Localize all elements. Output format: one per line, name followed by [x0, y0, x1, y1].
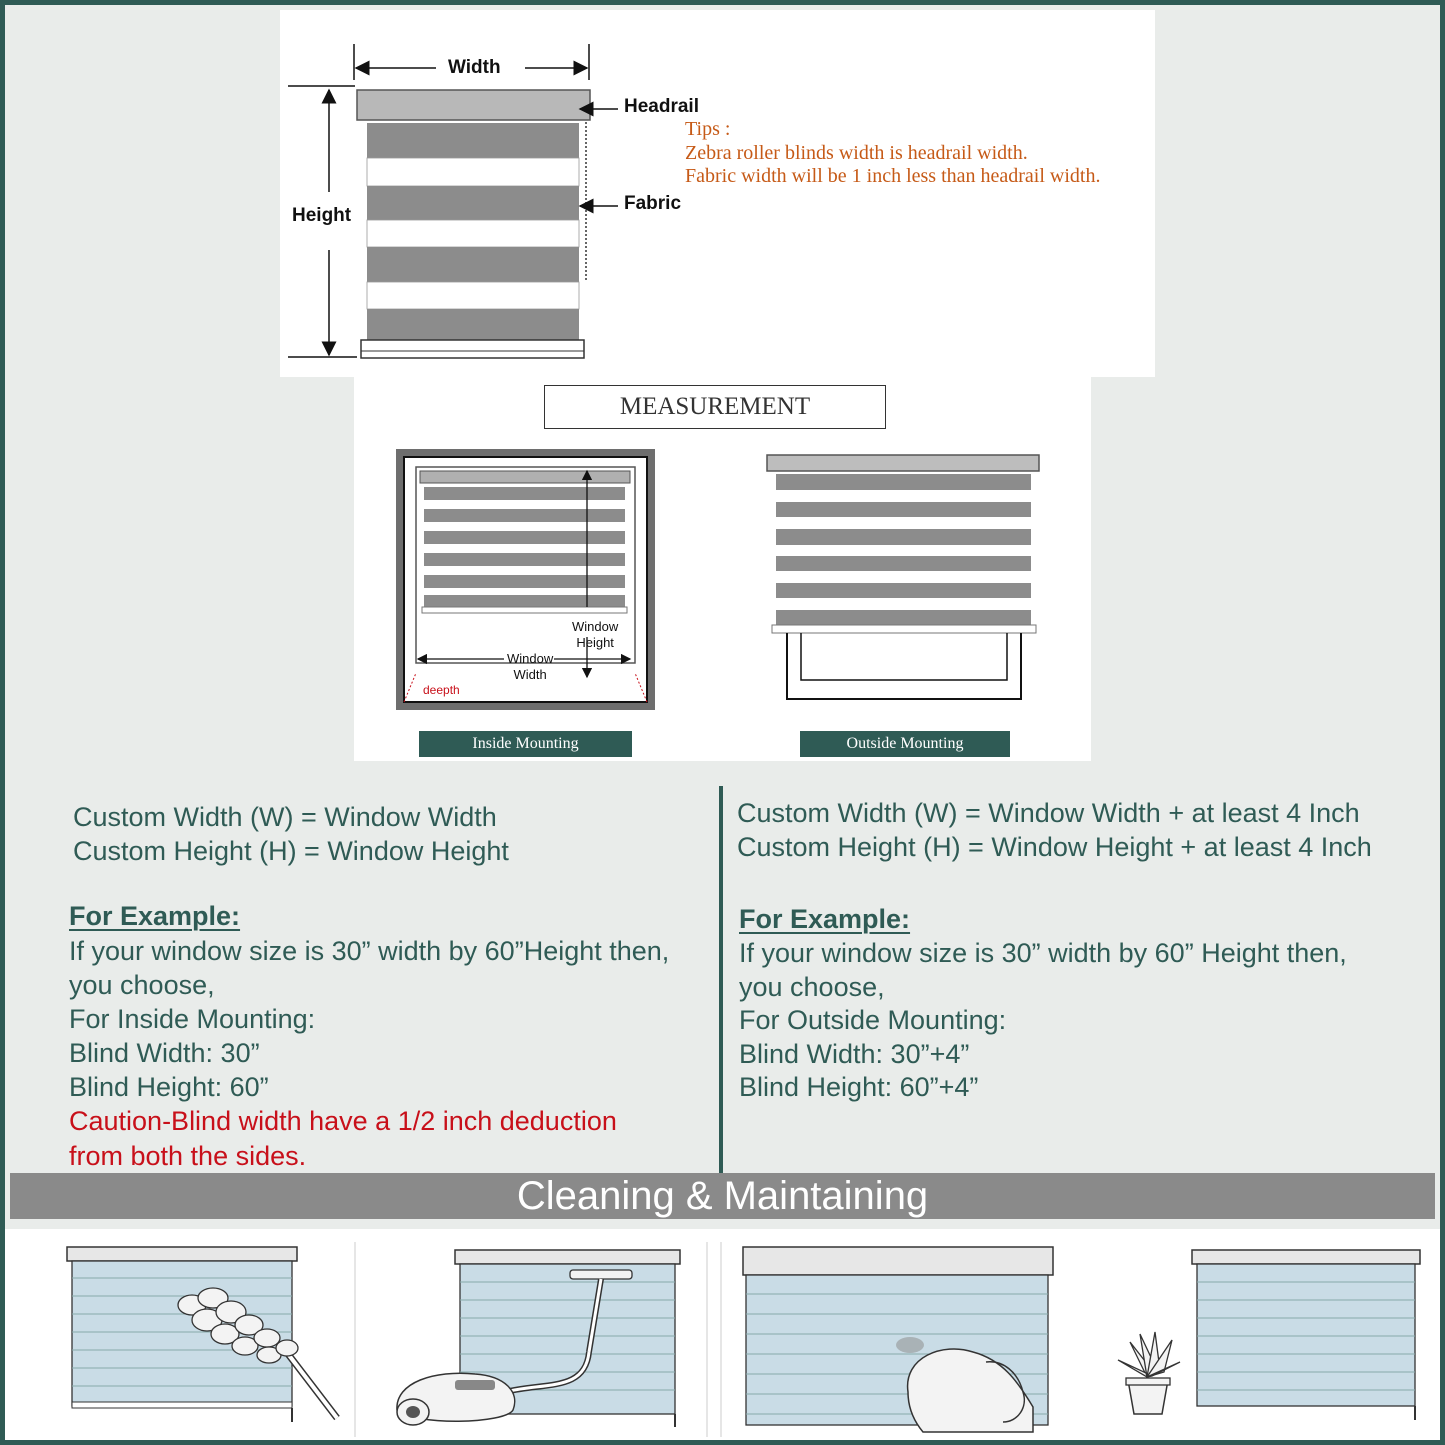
headrail-label: Headrail	[624, 96, 699, 117]
potted-plant-icon	[1117, 1249, 1421, 1420]
outside-height-formula: Custom Height (H) = Window Height + at l…	[737, 832, 1372, 862]
outside-example-line-1: If your window size is 30” width by 60” …	[739, 938, 1347, 968]
inside-example-line-4: Blind Width: 30”	[69, 1038, 260, 1068]
inside-example-line-3: For Inside Mounting:	[69, 1004, 316, 1034]
inside-example-line-1: If your window size is 30” width by 60”H…	[69, 936, 670, 966]
outside-mounting-tag: Outside Mounting	[800, 731, 1010, 757]
inside-mounting-tag: Inside Mounting	[419, 731, 632, 757]
depth-label: deepth	[423, 683, 460, 697]
outside-example-line-5: Blind Height: 60”+4”	[739, 1072, 979, 1102]
inside-example-line-5: Blind Height: 60”	[69, 1072, 269, 1102]
tips-line-1: Zebra roller blinds width is headrail wi…	[685, 141, 1028, 164]
tips-heading: Tips :	[685, 118, 731, 140]
inside-width-formula: Custom Width (W) = Window Width	[73, 802, 497, 832]
tips-line-2: Fabric width will be 1 inch less than he…	[685, 165, 1101, 187]
inside-height-formula: Custom Height (H) = Window Height	[73, 836, 509, 866]
height-label: Height	[292, 205, 352, 226]
outside-example-line-3: For Outside Mounting:	[739, 1005, 1007, 1035]
cleaning-title-band: Cleaning & Maintaining	[10, 1173, 1435, 1219]
window-width-line-2: Width	[513, 667, 547, 682]
inside-example: For Example: If your window size is 30” …	[69, 898, 719, 1174]
inside-example-line-2: you choose,	[69, 970, 215, 1000]
window-height-line-2: Height	[576, 635, 614, 650]
inside-mounting-diagram	[396, 449, 655, 710]
window-width-label: Window Width	[507, 651, 553, 683]
outside-example-line-2: you choose,	[739, 971, 885, 1002]
measurement-panel: MEASUREMENT	[354, 377, 1091, 761]
caution-line-1: Caution-Blind width have a 1/2 inch dedu…	[69, 1106, 617, 1136]
window-height-line-1: Window	[572, 619, 619, 634]
outside-example-line-4: Blind Width: 30”+4”	[739, 1038, 970, 1069]
vacuum-cleaner-icon	[396, 1242, 708, 1437]
inside-mounting-text: Custom Width (W) = Window Width Custom H…	[73, 800, 713, 868]
outside-width-formula: Custom Width (W) = Window Width + at lea…	[737, 798, 1360, 828]
outside-example: For Example: If your window size is 30” …	[739, 901, 1429, 1105]
width-label: Width	[448, 57, 501, 78]
inside-example-heading: For Example:	[69, 901, 241, 931]
blind-diagram-svg	[288, 44, 618, 359]
window-height-label: Window Height	[572, 619, 618, 651]
fabric-label: Fabric	[624, 193, 682, 214]
outside-example-heading: For Example:	[739, 904, 911, 934]
outside-mounting-diagram	[766, 454, 1040, 700]
outside-mounting-text: Custom Width (W) = Window Width + at lea…	[737, 796, 1437, 864]
blind-diagram-panel: Width Height Headrail Fabric Tips : Zebr…	[280, 10, 1155, 377]
column-divider	[719, 786, 723, 1174]
cleaning-illustrations	[5, 1229, 1440, 1440]
tips-note: Tips : Zebra roller blinds width is head…	[685, 118, 1100, 189]
measurement-title: MEASUREMENT	[544, 385, 886, 429]
caution-line-2: from both the sides.	[69, 1141, 307, 1171]
window-width-line-1: Window	[507, 651, 554, 666]
feather-duster-icon	[66, 1242, 356, 1437]
cloth-hand-icon	[720, 1242, 1054, 1437]
